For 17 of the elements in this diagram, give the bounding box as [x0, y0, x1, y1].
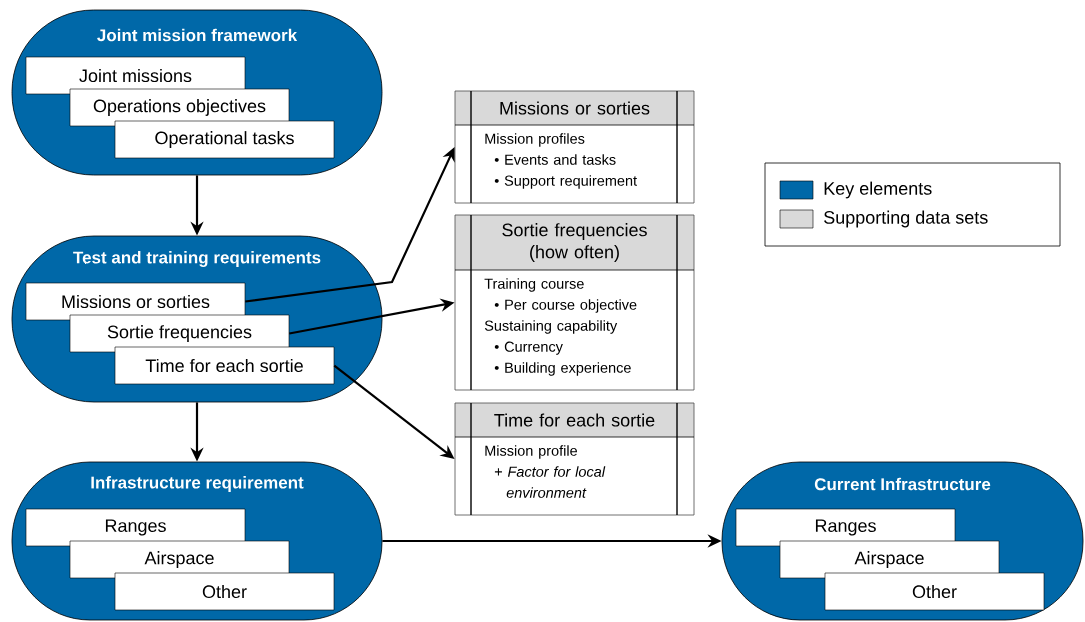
node-label: Training course: [484, 278, 584, 292]
legend-label: Supporting data sets: [824, 210, 988, 228]
table-body-text: Mission profiles • Events and tasks • Support requirement: [485, 133, 637, 189]
element-box: Time for each sortie: [114, 346, 335, 385]
table-heading: Sortie frequencies (how often): [502, 223, 647, 262]
element-box: Operational tasks: [114, 120, 335, 159]
node-label: • Currency: [494, 341, 563, 355]
node-label: Sustaining capability: [484, 320, 618, 334]
table-body-text: Mission profile + Factor for local environment: [485, 445, 606, 498]
table-heading: Time for each sortie: [494, 413, 655, 427]
element-box: Other: [114, 572, 335, 611]
table-body-text: Training course • Per course objective Sustaining capability • Currency • Building experience: [484, 278, 637, 376]
element-box: Other: [824, 572, 1045, 611]
legend-label: Key elements: [824, 181, 932, 199]
node-label: • Building experience: [494, 362, 631, 376]
node-label: • Per course objective: [494, 299, 637, 313]
table-heading: Missions or sorties: [500, 101, 650, 115]
